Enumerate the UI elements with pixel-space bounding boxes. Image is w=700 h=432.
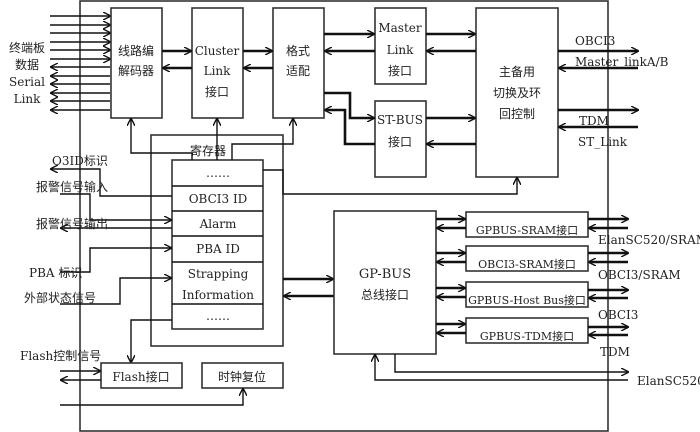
gpbus-label: 总线接口	[361, 287, 409, 302]
serial-label-4: Link	[14, 92, 42, 106]
register-row: Alarm	[199, 217, 237, 231]
gpbus-host-label: GPBUS-Host Bus接口	[468, 294, 586, 307]
label-tdm: TDM	[579, 114, 609, 128]
codec-label: 解码器	[118, 64, 154, 78]
obci3-sram-label: OBCI3-SRAM接口	[478, 258, 576, 271]
register-title: 寄存器	[190, 143, 226, 158]
label-master-link: Master_linkA/B	[575, 55, 669, 69]
label-obci3: OBCI3	[575, 34, 615, 48]
stbus-label: ST-BUS	[377, 113, 423, 127]
format-label: 适配	[286, 64, 310, 78]
switch-label: 主备用	[499, 65, 535, 79]
label-tdm-2: TDM	[600, 345, 630, 359]
register-row: PBA ID	[196, 242, 240, 256]
register-connections	[51, 119, 517, 362]
label-flash-ctrl: Flash控制信号	[20, 349, 101, 363]
register-row: ……	[206, 166, 230, 180]
switch-label: 切换及环	[493, 86, 541, 100]
clock-reset-block	[201, 362, 284, 389]
register-row: Information	[182, 288, 254, 302]
label-o3id: O3ID标识	[52, 154, 108, 168]
serial-label-1: 终端板	[9, 40, 45, 55]
register-row-dividers	[172, 185, 263, 305]
cluster-link-block	[191, 7, 244, 119]
cluster-label: 接口	[205, 84, 229, 99]
gpbus-tdm-label: GPBUS-TDM接口	[480, 330, 574, 343]
clock-label: 时钟复位	[218, 369, 266, 384]
stbus-label: 接口	[388, 134, 412, 149]
gpbus-label: GP-BUS	[359, 267, 411, 282]
board-frame	[79, 0, 609, 432]
master-link-block	[374, 7, 427, 85]
label-obci3-sram: OBCI3/SRAM	[598, 268, 681, 282]
codec-block	[110, 7, 163, 119]
flash-label: Flash接口	[112, 369, 169, 384]
master-label: Link	[387, 43, 415, 57]
master-label: Master	[378, 21, 422, 35]
flash-interface-block	[100, 362, 183, 389]
st-bus-block	[374, 100, 427, 178]
serial-label-3: Serial	[9, 75, 45, 89]
top-bus-arrows	[162, 34, 638, 144]
label-obci3-2: OBCI3	[598, 308, 638, 322]
cluster-label: Link	[204, 64, 232, 78]
gpbus-sram-label: GPBUS-SRAM接口	[476, 224, 578, 237]
format-adapt-block	[272, 7, 325, 119]
register-row: ……	[206, 309, 230, 323]
flash-clock-arrows	[60, 371, 243, 406]
obci3-sram-block	[465, 245, 589, 272]
serial-label-2: 数据	[15, 57, 39, 72]
register-row: OBCI3 ID	[189, 192, 248, 206]
cluster-label: Cluster	[195, 44, 240, 58]
gpbus-arrows	[375, 219, 628, 381]
gpbus-sram-block	[465, 211, 589, 238]
gp-bus-block	[333, 210, 437, 355]
label-pba: PBA 标识	[29, 266, 82, 280]
master-label: 接口	[388, 63, 412, 78]
label-elan-sram: ElanSC520/SRAM	[598, 233, 700, 247]
format-label: 格式	[286, 43, 310, 58]
label-alarm-out: 报警信号输出	[36, 216, 108, 231]
switch-label: 回控制	[499, 107, 535, 121]
codec-label: 线路编	[118, 43, 154, 58]
gpbus-host-bus-block	[465, 281, 589, 308]
serial-link-arrows	[50, 16, 110, 110]
label-alarm-in: 报警信号输入	[36, 179, 108, 194]
gpbus-tdm-block	[465, 317, 589, 344]
label-elansc520: ElanSC520	[637, 374, 700, 388]
label-st-link: ST_Link	[578, 135, 628, 149]
label-ext-status: 外部状态信号	[24, 290, 96, 305]
register-row: Strapping	[188, 267, 249, 281]
